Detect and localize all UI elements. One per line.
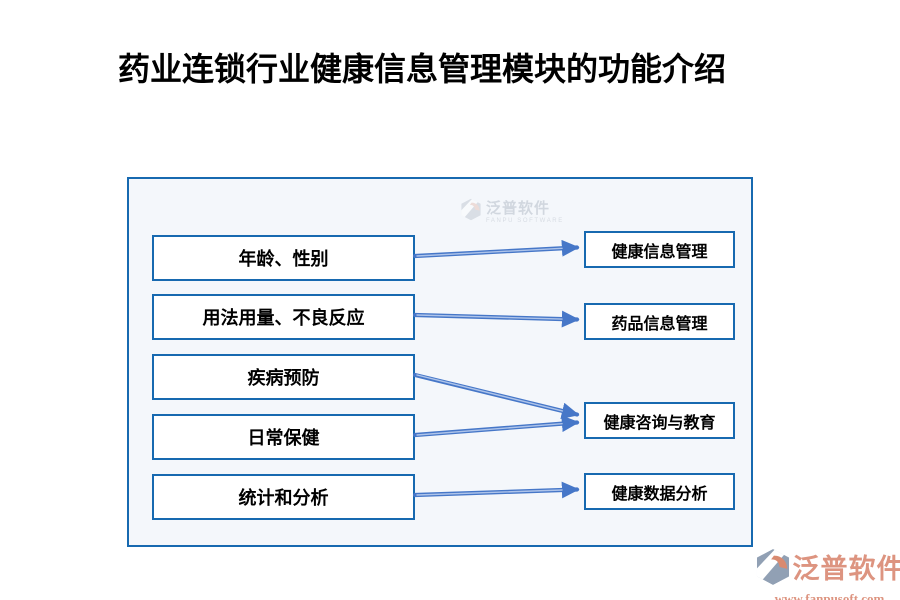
- input-box-daily-care: 日常保健: [152, 414, 415, 460]
- watermark-subtitle: FANPU SOFTWARE: [486, 217, 564, 224]
- module-box-data-analysis: 健康数据分析: [584, 473, 735, 510]
- diagram-panel: 泛普软件 FANPU SOFTWARE 年龄、性别 用法用量、不良反应 疾病预防…: [127, 177, 753, 547]
- page-title: 药业连锁行业健康信息管理模块的功能介绍: [118, 51, 727, 87]
- watermark: 泛普软件 FANPU SOFTWARE: [460, 198, 564, 226]
- footer-url: www.fanpusoft.com: [774, 591, 885, 600]
- input-box-disease-prevention: 疾病预防: [152, 354, 415, 400]
- module-box-drug-info: 药品信息管理: [584, 303, 735, 340]
- input-box-statistics: 统计和分析: [152, 474, 415, 520]
- module-box-health-info: 健康信息管理: [584, 231, 735, 268]
- footer-brand-name: 泛普软件: [792, 553, 900, 584]
- module-box-consult-education: 健康咨询与教育: [584, 402, 735, 439]
- footer-brand-stamp: 泛普软件 www.fanpusoft.com: [756, 548, 900, 600]
- fanpu-logo-icon: [755, 548, 791, 590]
- fanpu-logo-icon: [460, 198, 482, 226]
- watermark-brand: 泛普软件: [486, 199, 551, 217]
- input-box-age-gender: 年龄、性别: [152, 235, 415, 281]
- input-box-usage-reactions: 用法用量、不良反应: [152, 294, 415, 340]
